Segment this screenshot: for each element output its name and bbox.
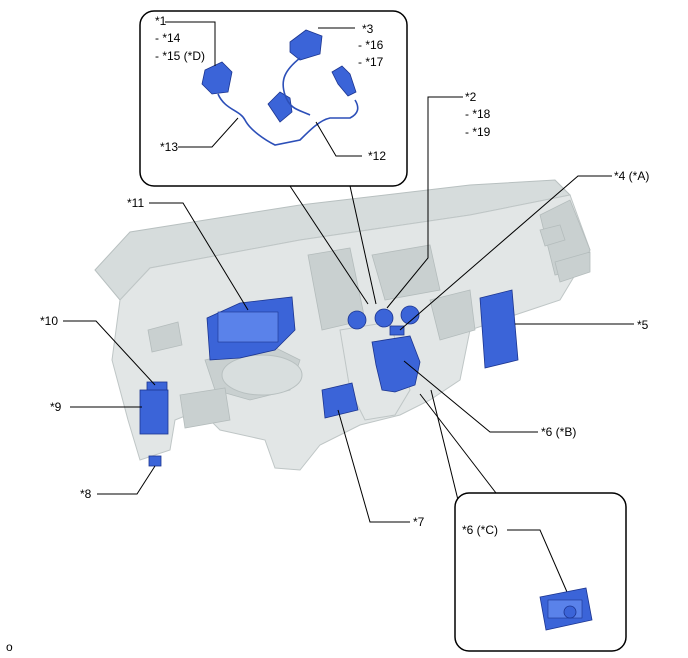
label-17: - *17 <box>358 55 384 69</box>
switch-4a <box>389 325 405 336</box>
label-10: *10 <box>40 314 58 328</box>
switch-3 <box>289 29 323 61</box>
label-15: - *15 (*D) <box>155 49 205 63</box>
footer-code: o <box>6 640 13 654</box>
label-8: *8 <box>80 487 92 501</box>
center-knob-right <box>400 305 420 325</box>
detail-callout-bottom <box>454 492 627 652</box>
label-11: *11 <box>127 196 144 210</box>
label-4a: *4 (*A) <box>614 169 649 183</box>
switch-1 <box>201 61 233 95</box>
label-2: *2 <box>465 90 477 104</box>
label-9: *9 <box>50 400 62 414</box>
control-unit-6b <box>371 335 421 393</box>
label-13: *13 <box>160 140 178 154</box>
label-3: *3 <box>362 22 374 36</box>
meter-face <box>217 311 279 343</box>
label-14: - *14 <box>155 31 181 45</box>
label-18: - *18 <box>465 107 491 121</box>
label-7: *7 <box>413 515 425 529</box>
label-16: - *16 <box>358 38 384 52</box>
label-19: - *19 <box>465 125 491 139</box>
center-knob-left <box>347 310 367 330</box>
label-1: *1 <box>155 14 167 28</box>
junction-block-9 <box>139 389 169 435</box>
ecu-5 <box>479 289 519 369</box>
part-17 <box>331 65 357 97</box>
control-panel-dial <box>563 605 577 619</box>
center-knob-mid <box>374 308 394 328</box>
label-5: *5 <box>637 318 649 332</box>
connector-8 <box>148 455 162 467</box>
label-6c: *6 (*C) <box>462 523 498 537</box>
ecu-7 <box>321 382 359 419</box>
label-12: *12 <box>368 149 386 163</box>
label-6b: *6 (*B) <box>541 425 576 439</box>
